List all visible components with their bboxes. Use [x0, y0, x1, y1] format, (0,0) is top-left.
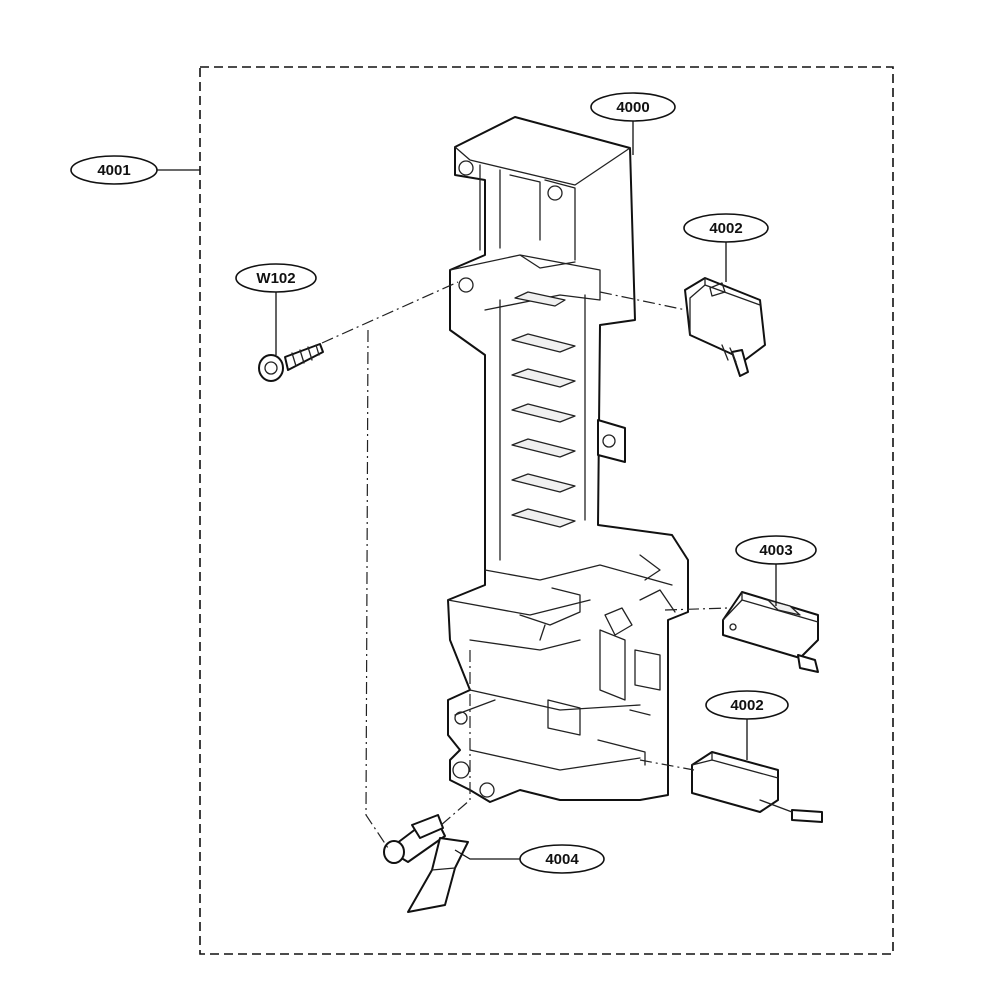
- guide-screw: [321, 281, 459, 344]
- guide-switch-top: [599, 291, 687, 311]
- callout-4001: 4001: [70, 155, 158, 185]
- guide-switch-bottom: [639, 759, 695, 771]
- callout-4003: 4003: [735, 535, 817, 565]
- callout-4004: 4004: [519, 844, 605, 874]
- micro-switch-top: [684, 277, 766, 377]
- leader-lever: [454, 849, 520, 860]
- guide-switch-middle: [664, 607, 729, 611]
- callout-label: 4004: [545, 851, 579, 868]
- screw-w102: [258, 343, 324, 382]
- callout-label: 4000: [616, 99, 649, 116]
- micro-switch-middle: [722, 591, 819, 673]
- assembly-frame: [199, 66, 894, 955]
- callout-w102: W102: [235, 263, 317, 293]
- callout-4002-bottom: 4002: [705, 690, 789, 720]
- guide-screw-left: [365, 329, 389, 849]
- micro-switch-bottom: [691, 751, 823, 823]
- latch-lever: [383, 814, 469, 913]
- callout-4002-top: 4002: [683, 213, 769, 243]
- guide-lever: [439, 650, 471, 827]
- callout-label: 4003: [759, 542, 792, 559]
- callout-label: 4001: [97, 162, 130, 179]
- callout-label: 4002: [709, 220, 742, 237]
- door-latch-frame: [447, 116, 689, 803]
- callout-label: 4002: [730, 697, 763, 714]
- callout-4000: 4000: [590, 92, 676, 122]
- callout-label: W102: [256, 270, 295, 287]
